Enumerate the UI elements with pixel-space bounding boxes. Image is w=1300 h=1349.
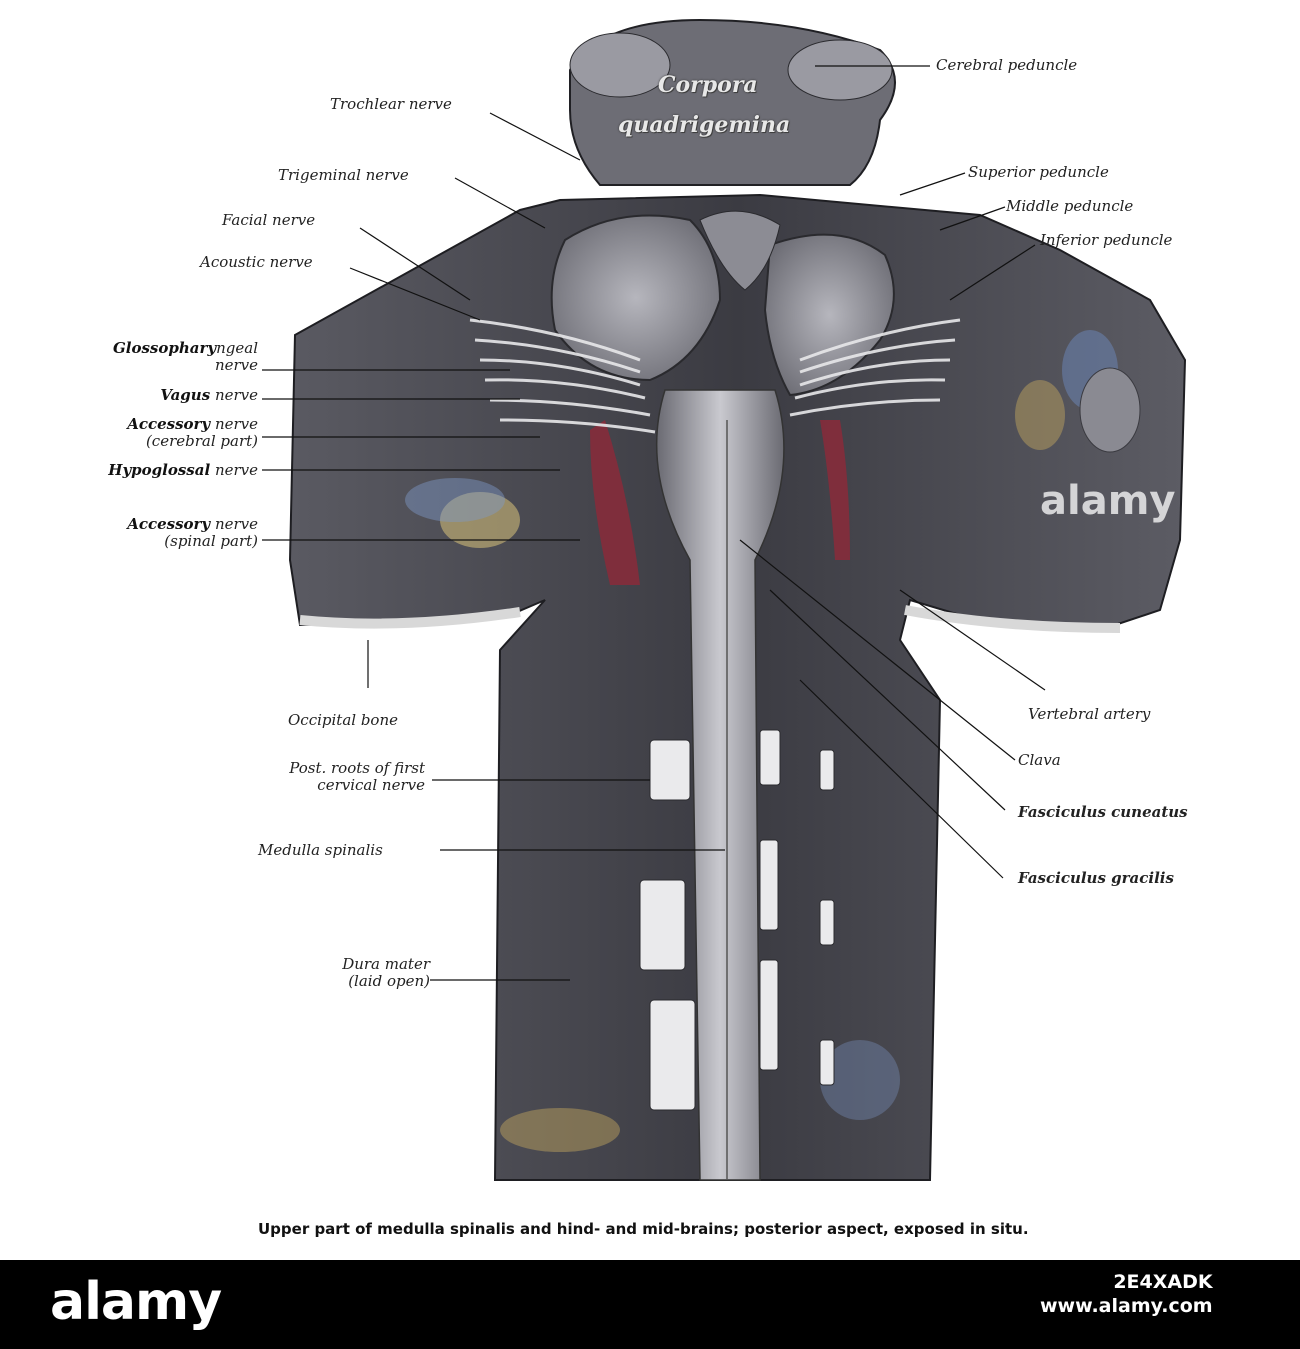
occipital-bone-right: [904, 605, 1121, 633]
stock-footer-bar: [0, 1260, 1300, 1349]
label-dura-mater-line2: (laid open): [348, 972, 430, 990]
label-inferior-peduncle: Inferior peduncle: [1040, 231, 1173, 249]
label-vertebral-artery: Vertebral artery: [1028, 705, 1151, 723]
label-glossopharyngeal-line2: nerve: [214, 356, 258, 374]
label-posterior-roots-line1: Post. roots of first: [289, 759, 425, 777]
label-middle-peduncle: Middle peduncle: [1006, 197, 1134, 215]
label-trigeminal-nerve: Trigeminal nerve: [278, 166, 409, 184]
label-dura-mater-line1: Dura mater: [342, 955, 430, 973]
label-clava: Clava: [1018, 751, 1061, 769]
label-trochlear-nerve: Trochlear nerve: [330, 95, 452, 113]
label-occipital-bone: Occipital bone: [288, 711, 399, 729]
cerebral-peduncle-right: [787, 39, 893, 101]
label-posterior-roots: Post. roots of first cervical nerve: [230, 760, 425, 794]
label-superior-peduncle: Superior peduncle: [968, 163, 1109, 181]
label-accessory-cerebral-bold: Accessory: [127, 415, 211, 433]
label-accessory-spinal: Accessory nerve (spinal part): [78, 516, 258, 550]
cerebral-peduncle-left: [569, 32, 671, 98]
label-accessory-spinal-rest: nerve: [214, 515, 258, 533]
label-posterior-roots-line2: cervical nerve: [317, 776, 425, 794]
label-glossopharyngeal-rest: ngeal: [216, 339, 258, 357]
stock-logo: alamy: [50, 1272, 222, 1332]
label-glossopharyngeal-bold: Glossophary: [112, 339, 217, 357]
brainstem-illustration: [262, 18, 1187, 1181]
cerebellum-lobe-left: [550, 214, 722, 382]
label-accessory-cerebral-rest: nerve: [214, 415, 258, 433]
label-fasciculus-gracilis: Fasciculus gracilis: [1018, 869, 1174, 887]
label-medulla-spinalis: Medulla spinalis: [258, 841, 383, 859]
label-glossopharyngeal-nerve: Glossopharyngeal nerve: [78, 340, 258, 374]
label-hypoglossal-bold: Hypoglossal: [108, 461, 211, 479]
label-facial-nerve: Facial nerve: [222, 211, 316, 229]
label-vagus-bold: Vagus: [160, 386, 211, 404]
stock-url: www.alamy.com: [1040, 1295, 1213, 1317]
organ-text-line1: Corpora: [658, 72, 758, 98]
label-accessory-cerebral-line2: (cerebral part): [145, 432, 258, 450]
label-accessory-spinal-bold: Accessory: [127, 515, 211, 533]
label-accessory-cerebral: Accessory nerve (cerebral part): [78, 416, 258, 450]
label-cerebral-peduncle: Cerebral peduncle: [936, 56, 1078, 74]
stock-image-id: 2E4XADK www.alamy.com: [1040, 1270, 1213, 1318]
label-vagus-rest: nerve: [214, 386, 258, 404]
medulla-spinalis: [655, 389, 785, 1181]
anatomy-figure: Corpora quadrigemina Trochlear nerve Tri…: [70, 18, 1188, 1238]
label-fasciculus-cuneatus: Fasciculus cuneatus: [1018, 803, 1188, 821]
label-vagus-nerve: Vagus nerve: [78, 387, 258, 404]
label-hypoglossal-nerve: Hypoglossal nerve: [70, 462, 258, 479]
label-acoustic-nerve: Acoustic nerve: [200, 253, 313, 271]
stock-image-id-code: 2E4XADK: [1113, 1271, 1213, 1293]
occipital-bone-left: [299, 607, 521, 629]
label-hypoglossal-rest: nerve: [214, 461, 258, 479]
label-dura-mater: Dura mater (laid open): [280, 956, 430, 990]
figure-caption: Upper part of medulla spinalis and hind-…: [258, 1220, 1029, 1238]
label-accessory-spinal-line2: (spinal part): [164, 532, 258, 550]
organ-text-line2: quadrigemina: [618, 112, 791, 138]
watermark-logo: alamy: [1040, 478, 1176, 524]
